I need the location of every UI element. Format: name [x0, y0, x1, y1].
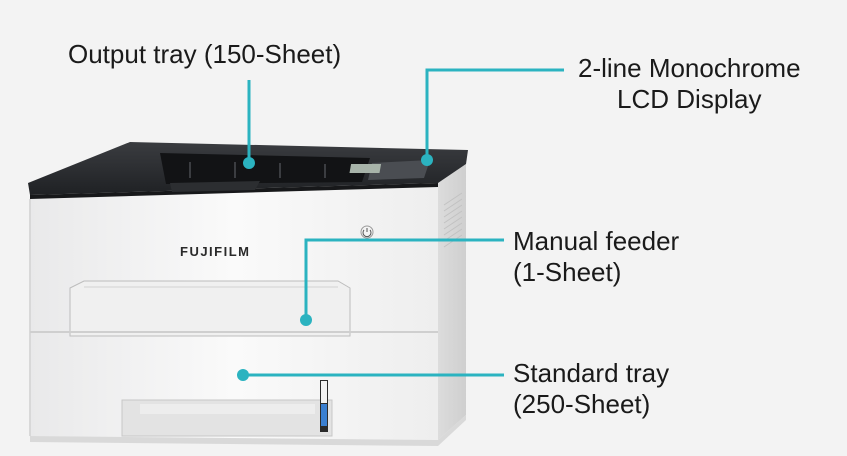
callout-dot-tray	[237, 369, 249, 381]
label-output-tray: Output tray (150-Sheet)	[68, 39, 342, 69]
label-manual-line1: Manual feeder	[513, 226, 680, 256]
output-tray-slot	[160, 153, 370, 184]
printer-side-panel	[438, 164, 466, 440]
label-lcd-line2: LCD Display	[617, 84, 762, 114]
label-tray-line1: Standard tray	[513, 358, 670, 388]
label-manual-feeder: Manual feeder (1-Sheet)	[513, 226, 679, 288]
callout-lines	[243, 68, 564, 377]
label-tray-line2: (250-Sheet)	[513, 389, 651, 419]
label-manual-line2: (1-Sheet)	[513, 257, 622, 287]
side-vents	[443, 192, 463, 248]
lcd-panel	[368, 160, 430, 180]
callout-dot-output	[243, 157, 255, 169]
label-standard-tray: Standard tray (250-Sheet)	[513, 358, 669, 420]
callout-dot-lcd	[421, 154, 433, 166]
callout-line-manual	[304, 238, 504, 320]
callout-dots	[237, 154, 433, 381]
label-lcd-display: 2-line Monochrome LCD Display	[578, 53, 801, 115]
label-lcd-line1: 2-line Monochrome	[578, 53, 801, 83]
callout-line-lcd	[425, 68, 564, 160]
lcd-screen	[349, 164, 382, 173]
brand-logo: FUJIFILM	[180, 244, 251, 259]
manual-feeder-panel	[69, 280, 351, 337]
callout-dot-manual	[300, 314, 312, 326]
